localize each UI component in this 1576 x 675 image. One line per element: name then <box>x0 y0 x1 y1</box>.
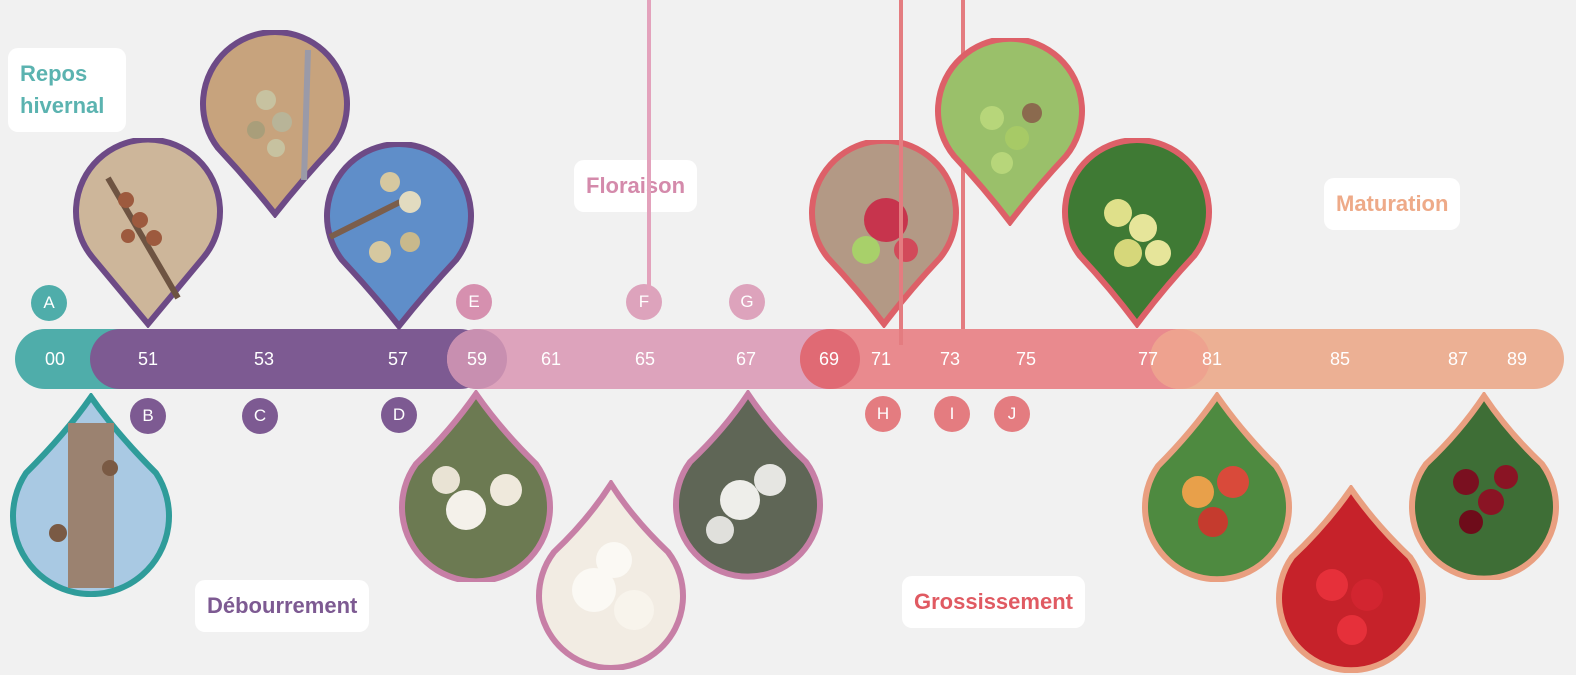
code-77: 77 <box>1128 347 1168 371</box>
code-00: 00 <box>35 347 75 371</box>
stage-label-floraison: Floraison <box>574 160 697 212</box>
stage-label-grossissement: Grossissement <box>902 576 1085 628</box>
letter-f: F <box>626 284 662 320</box>
guide-line-grossissement-1-over <box>899 0 903 345</box>
code-81: 81 <box>1192 347 1232 371</box>
photo-stage-d-drop <box>320 142 478 330</box>
code-59: 59 <box>457 347 497 371</box>
guide-line-floraison-over <box>647 0 651 290</box>
code-53: 53 <box>244 347 284 371</box>
code-57: 57 <box>378 347 418 371</box>
stage-label-maturation: Maturation <box>1324 178 1460 230</box>
code-75: 75 <box>1006 347 1046 371</box>
code-71: 71 <box>861 347 901 371</box>
code-67: 67 <box>726 347 766 371</box>
code-69: 69 <box>809 347 849 371</box>
photo-stage-87-drop <box>1406 392 1562 580</box>
photo-stage-f-drop <box>534 480 688 670</box>
letter-c: C <box>242 398 278 434</box>
photo-stage-a-drop <box>6 393 176 597</box>
letter-a: A <box>31 285 67 321</box>
code-51: 51 <box>128 347 168 371</box>
code-87: 87 <box>1438 347 1478 371</box>
code-65: 65 <box>625 347 665 371</box>
letter-h: H <box>865 396 901 432</box>
stage-label-repos-hivernal: Repos hivernal <box>8 48 126 132</box>
code-61: 61 <box>531 347 571 371</box>
code-85: 85 <box>1320 347 1360 371</box>
photo-stage-g-drop <box>670 390 826 580</box>
photo-stage-j-drop <box>1058 138 1216 328</box>
letter-j: J <box>994 396 1030 432</box>
photo-stage-e-drop <box>396 390 556 582</box>
code-89: 89 <box>1497 347 1537 371</box>
letter-i: I <box>934 396 970 432</box>
code-73: 73 <box>930 347 970 371</box>
letter-g: G <box>729 284 765 320</box>
stage-label-debourrement: Débourrement <box>195 580 369 632</box>
